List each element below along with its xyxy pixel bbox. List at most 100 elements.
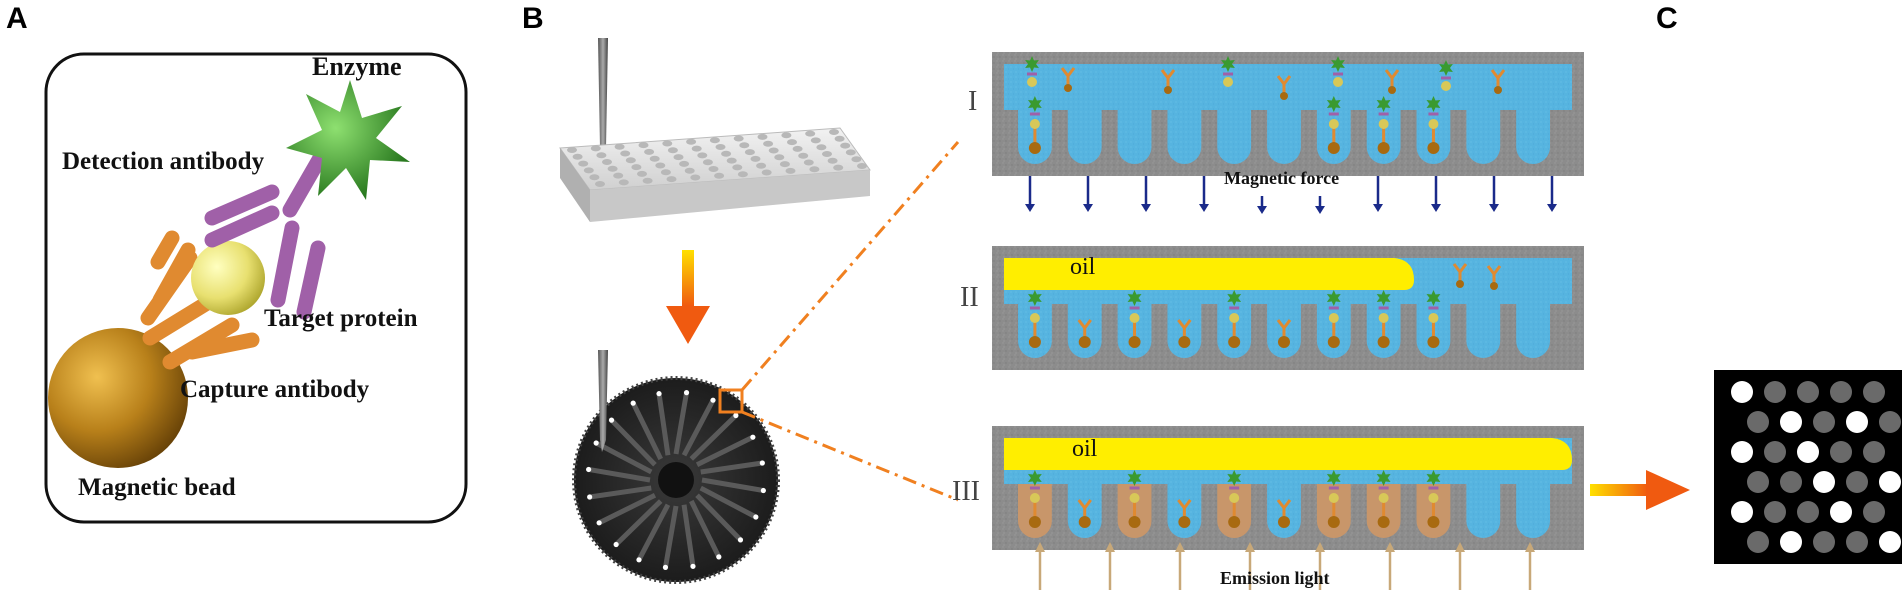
detection-antibody <box>204 150 328 320</box>
disc-channel <box>700 460 763 475</box>
pipette-tip-bottom <box>598 350 608 452</box>
fluorescence-well <box>1764 501 1786 523</box>
magnetic-force-arrows <box>1025 176 1557 214</box>
plate-well <box>618 179 629 186</box>
plate-well <box>810 137 821 144</box>
fluorescence-well <box>1846 531 1868 553</box>
plate-well <box>613 172 624 179</box>
chamber-well <box>1516 484 1550 538</box>
bead <box>1178 516 1191 528</box>
plate-well <box>595 181 605 187</box>
plate-well <box>763 140 774 147</box>
fluorescence-well <box>1879 471 1901 493</box>
chamber-well <box>1466 304 1501 358</box>
bead <box>1028 516 1041 528</box>
plate-well <box>702 159 713 166</box>
bead <box>1377 336 1390 348</box>
plate-well <box>737 171 748 178</box>
capture-antibody <box>140 230 260 370</box>
fluorescence-well <box>1830 441 1852 463</box>
plate-well <box>607 165 618 172</box>
chamber-well <box>1217 110 1252 165</box>
plate-well <box>655 162 666 169</box>
plate-well <box>625 157 636 164</box>
plate-well <box>631 164 642 171</box>
disc-dot <box>587 494 593 500</box>
zoom-lines <box>740 141 960 502</box>
fluorescence-well <box>1813 471 1835 493</box>
plate-well <box>779 161 790 168</box>
oil-layer <box>1004 258 1414 290</box>
disc-dot <box>586 466 592 473</box>
bead <box>1078 336 1091 348</box>
chamber-well <box>1267 110 1301 164</box>
plate-well <box>840 142 851 149</box>
chamber-step-1 <box>992 52 1584 176</box>
fluorescence-well <box>1863 381 1885 403</box>
plate-well <box>809 166 820 173</box>
disc-channel <box>630 402 663 461</box>
panel-label-a: A <box>6 2 28 35</box>
disc-dot <box>613 541 619 548</box>
fluorescence-well <box>1747 531 1769 553</box>
plate-well <box>774 154 785 161</box>
disc-channel <box>681 504 696 567</box>
plate-well <box>660 169 671 176</box>
disc-channel <box>695 434 754 467</box>
plate-well <box>567 147 577 153</box>
magnetic-bead <box>48 328 188 468</box>
disc-dot <box>690 563 696 569</box>
plate-well <box>726 157 737 164</box>
plate-well <box>583 167 594 174</box>
plate-well <box>781 132 792 139</box>
plate-well <box>572 153 583 160</box>
step-label-1: I <box>968 86 978 117</box>
plate-well <box>590 145 601 152</box>
plate-well <box>667 147 678 154</box>
plate-well <box>787 139 797 146</box>
disc-channel <box>681 399 716 457</box>
disc-dot <box>596 520 602 526</box>
bead <box>1427 516 1440 528</box>
plate-well <box>792 145 803 152</box>
disc-channel <box>699 485 757 520</box>
bead <box>1028 336 1041 348</box>
plate-well <box>732 164 743 171</box>
fluorescence-wells <box>1731 381 1901 553</box>
plate-well <box>602 159 612 165</box>
plate-well <box>666 176 677 183</box>
process-arrow-down <box>666 250 710 344</box>
plate-well <box>798 152 809 159</box>
emission-light-arrows <box>1035 542 1535 590</box>
bead <box>1427 336 1440 348</box>
oil-label-2: oil <box>1070 254 1096 280</box>
bead <box>1178 336 1191 348</box>
plate-well <box>756 162 767 169</box>
label-capture-antibody: Capture antibody <box>180 376 370 403</box>
disc-channel <box>609 418 657 467</box>
fluorescence-well <box>1879 411 1901 433</box>
disc-dot <box>716 554 722 560</box>
fluorescence-well <box>1797 381 1819 403</box>
plate-well <box>596 152 607 159</box>
plate-well <box>803 159 814 166</box>
fluorescence-well <box>1846 471 1868 493</box>
fluorescence-well <box>1797 501 1819 523</box>
plate-well <box>578 160 589 167</box>
bead <box>1377 516 1390 528</box>
plate-well <box>744 149 755 156</box>
plate-well <box>684 167 695 174</box>
disc-channel <box>656 393 671 456</box>
oil-layer <box>1004 438 1572 470</box>
plate-well <box>589 174 600 181</box>
plate-well <box>638 142 649 149</box>
disc-channel <box>673 392 689 455</box>
fluorescence-well <box>1764 381 1786 403</box>
fluorescence-well <box>1879 531 1901 553</box>
plate-well <box>834 135 845 142</box>
plate-well <box>757 133 768 140</box>
disc-channel <box>595 440 653 475</box>
bead <box>1078 516 1091 528</box>
plate-well <box>733 135 744 142</box>
chamber-step-2 <box>992 246 1584 370</box>
